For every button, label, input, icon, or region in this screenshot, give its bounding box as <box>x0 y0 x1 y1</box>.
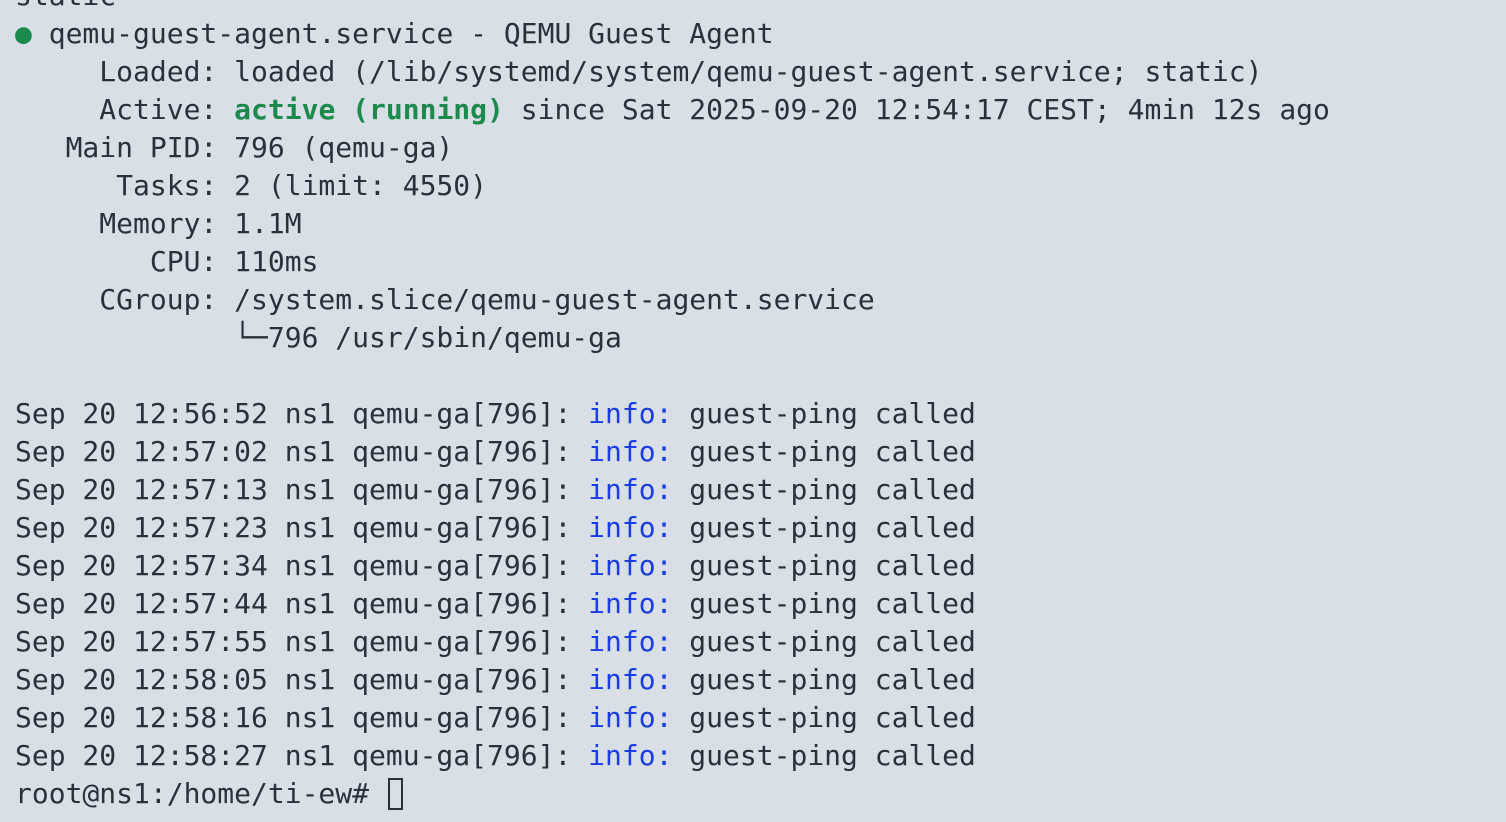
log-line: Sep 20 12:56:52 ns1 qemu-ga[796]: info: … <box>15 395 1330 433</box>
loaded-line: Loaded: loaded (/lib/systemd/system/qemu… <box>15 53 1330 91</box>
log-prefix: Sep 20 12:56:52 ns1 qemu-ga[796]: <box>15 397 589 430</box>
active-line: Active: active (running) since Sat 2025-… <box>15 91 1330 129</box>
log-line: Sep 20 12:57:23 ns1 qemu-ga[796]: info: … <box>15 509 1330 547</box>
log-line: Sep 20 12:58:27 ns1 qemu-ga[796]: info: … <box>15 737 1330 775</box>
log-prefix: Sep 20 12:57:13 ns1 qemu-ga[796]: <box>15 473 589 506</box>
log-message: guest-ping called <box>672 587 976 620</box>
log-level: info: <box>588 473 673 506</box>
blank-line <box>15 357 1330 395</box>
log-prefix: Sep 20 12:58:27 ns1 qemu-ga[796]: <box>15 739 589 772</box>
log-level: info: <box>588 397 673 430</box>
cursor <box>387 778 403 810</box>
log-message: guest-ping called <box>672 549 976 582</box>
prompt-line[interactable]: root@ns1:/home/ti-ew# <box>15 775 1330 813</box>
log-line: Sep 20 12:57:44 ns1 qemu-ga[796]: info: … <box>15 585 1330 623</box>
loaded-label: Loaded: <box>15 55 235 88</box>
service-title: qemu-guest-agent.service - QEMU Guest Ag… <box>48 17 774 50</box>
log-message: guest-ping called <box>672 511 976 544</box>
log-line: Sep 20 12:57:34 ns1 qemu-ga[796]: info: … <box>15 547 1330 585</box>
log-message: guest-ping called <box>672 397 976 430</box>
log-line: Sep 20 12:58:16 ns1 qemu-ga[796]: info: … <box>15 699 1330 737</box>
log-level: info: <box>588 435 673 468</box>
loaded-value: loaded (/lib/systemd/system/qemu-guest-a… <box>234 55 1263 88</box>
cgroup-child-line: └─796 /usr/sbin/qemu-ga <box>15 321 622 354</box>
log-prefix: Sep 20 12:57:44 ns1 qemu-ga[796]: <box>15 587 589 620</box>
tasks-line: Tasks: 2 (limit: 4550) <box>15 169 488 202</box>
log-prefix: Sep 20 12:58:05 ns1 qemu-ga[796]: <box>15 663 589 696</box>
cpu-line: CPU: 110ms <box>15 245 319 278</box>
log-prefix: Sep 20 12:58:16 ns1 qemu-ga[796]: <box>15 701 589 734</box>
log-line: Sep 20 12:57:02 ns1 qemu-ga[796]: info: … <box>15 433 1330 471</box>
service-header: ● qemu-guest-agent.service - QEMU Guest … <box>15 15 1330 53</box>
memory-line: Memory: 1.1M <box>15 207 302 240</box>
main-pid-line: Main PID: 796 (qemu-ga) <box>15 131 454 164</box>
log-level: info: <box>588 739 673 772</box>
cgroup-line: CGroup: /system.slice/qemu-guest-agent.s… <box>15 283 875 316</box>
previous-output-line: static <box>15 0 1330 15</box>
log-message: guest-ping called <box>672 663 976 696</box>
log-level: info: <box>588 587 673 620</box>
log-prefix: Sep 20 12:57:23 ns1 qemu-ga[796]: <box>15 511 589 544</box>
log-message: guest-ping called <box>672 473 976 506</box>
log-message: guest-ping called <box>672 625 976 658</box>
log-level: info: <box>588 663 673 696</box>
journal-log: Sep 20 12:56:52 ns1 qemu-ga[796]: info: … <box>15 395 1330 775</box>
log-level: info: <box>588 549 673 582</box>
active-state: active (running) <box>234 93 504 126</box>
log-line: Sep 20 12:58:05 ns1 qemu-ga[796]: info: … <box>15 661 1330 699</box>
active-since: since Sat 2025-09-20 12:54:17 CEST; 4min… <box>503 93 1330 126</box>
shell-prompt: root@ns1:/home/ti-ew# <box>15 777 386 810</box>
log-message: guest-ping called <box>672 435 976 468</box>
log-line: Sep 20 12:57:13 ns1 qemu-ga[796]: info: … <box>15 471 1330 509</box>
log-prefix: Sep 20 12:57:34 ns1 qemu-ga[796]: <box>15 549 589 582</box>
log-message: guest-ping called <box>672 739 976 772</box>
log-level: info: <box>588 701 673 734</box>
log-level: info: <box>588 511 673 544</box>
terminal-output[interactable]: static ● qemu-guest-agent.service - QEMU… <box>15 0 1330 813</box>
log-message: guest-ping called <box>672 701 976 734</box>
log-line: Sep 20 12:57:55 ns1 qemu-ga[796]: info: … <box>15 623 1330 661</box>
log-prefix: Sep 20 12:57:02 ns1 qemu-ga[796]: <box>15 435 589 468</box>
log-prefix: Sep 20 12:57:55 ns1 qemu-ga[796]: <box>15 625 589 658</box>
status-dot-icon: ● <box>15 17 32 50</box>
log-level: info: <box>588 625 673 658</box>
active-label: Active: <box>15 93 235 126</box>
